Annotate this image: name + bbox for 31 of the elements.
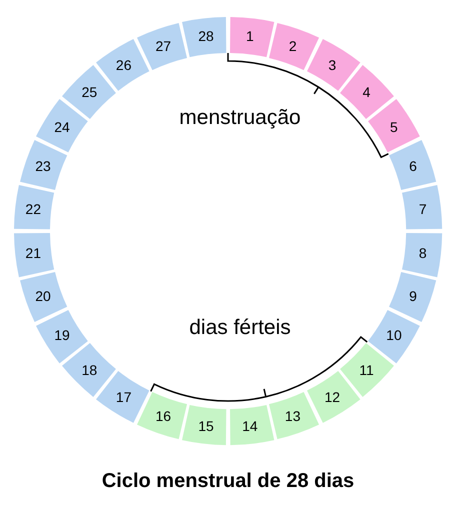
day-number: 15: [198, 418, 214, 434]
day-number: 7: [418, 201, 427, 218]
day-number: 17: [116, 388, 132, 405]
day-number: 1: [246, 28, 254, 44]
day-number: 9: [409, 288, 417, 304]
day-number: 8: [418, 244, 427, 261]
day-number: 26: [116, 57, 132, 74]
day-number: 5: [390, 118, 398, 135]
day-number: 11: [359, 362, 374, 378]
day-number: 3: [328, 57, 336, 74]
day-number: 10: [386, 327, 402, 344]
day-number: 28: [198, 28, 214, 44]
day-number: 22: [25, 201, 41, 218]
day-number: 12: [324, 388, 340, 405]
day-number: 13: [284, 408, 300, 424]
day-number: 18: [82, 362, 98, 378]
day-number: 23: [35, 158, 51, 174]
day-number: 27: [155, 38, 172, 54]
day-number: 2: [288, 38, 297, 54]
day-number: 21: [25, 244, 41, 261]
day-number: 16: [155, 408, 172, 424]
day-number: 14: [242, 418, 258, 434]
bracket-label: menstruação: [179, 106, 301, 130]
day-number: 25: [82, 84, 98, 100]
day-number: 20: [35, 288, 51, 304]
caption: Ciclo menstrual de 28 dias: [100, 470, 356, 493]
day-number: 19: [54, 327, 70, 344]
day-number: 6: [409, 158, 417, 174]
day-number: 4: [362, 84, 370, 100]
day-number: 24: [54, 118, 70, 135]
bracket-label: dias férteis: [189, 316, 291, 340]
